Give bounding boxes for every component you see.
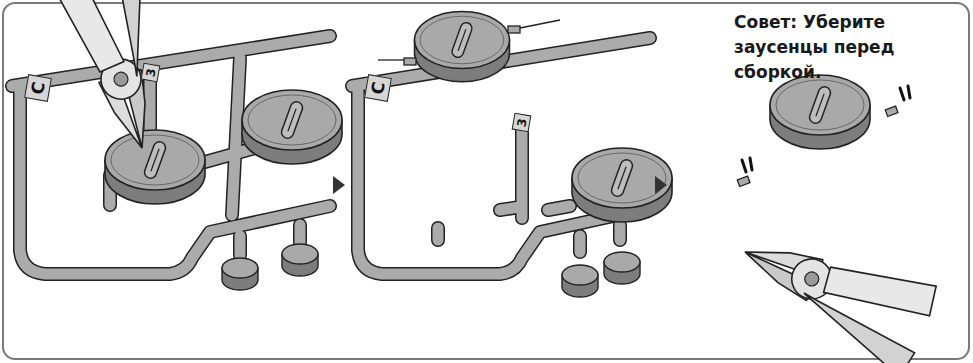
cut-disc xyxy=(415,11,510,81)
part-knob xyxy=(604,252,640,284)
side-cutters xyxy=(47,0,198,160)
part-knob xyxy=(562,265,598,297)
sprue-letter: C xyxy=(29,80,48,95)
step-arrow xyxy=(333,176,345,194)
part-knob xyxy=(222,258,258,290)
sprue-letter: 3 xyxy=(144,67,157,77)
sprue-tag: C xyxy=(364,74,392,102)
sprue-tag: C xyxy=(24,74,52,102)
part-disc xyxy=(105,130,205,204)
burrs xyxy=(737,106,898,186)
part-disc xyxy=(242,90,342,164)
sprue-letter: 3 xyxy=(515,117,528,127)
sprue-tag: 3 xyxy=(141,63,161,83)
gate-stubs xyxy=(378,20,560,65)
step-arrow xyxy=(655,176,667,194)
side-cutters xyxy=(723,215,941,363)
tip-note: Совет: Уберите заусенцы перед сборкой. xyxy=(734,10,966,85)
sprue-tag: 3 xyxy=(512,113,532,133)
part-knob xyxy=(282,244,318,276)
sprue-letter: C xyxy=(369,80,388,95)
alert-marks xyxy=(742,86,910,172)
part-disc xyxy=(770,75,870,149)
part-disc xyxy=(572,148,672,222)
